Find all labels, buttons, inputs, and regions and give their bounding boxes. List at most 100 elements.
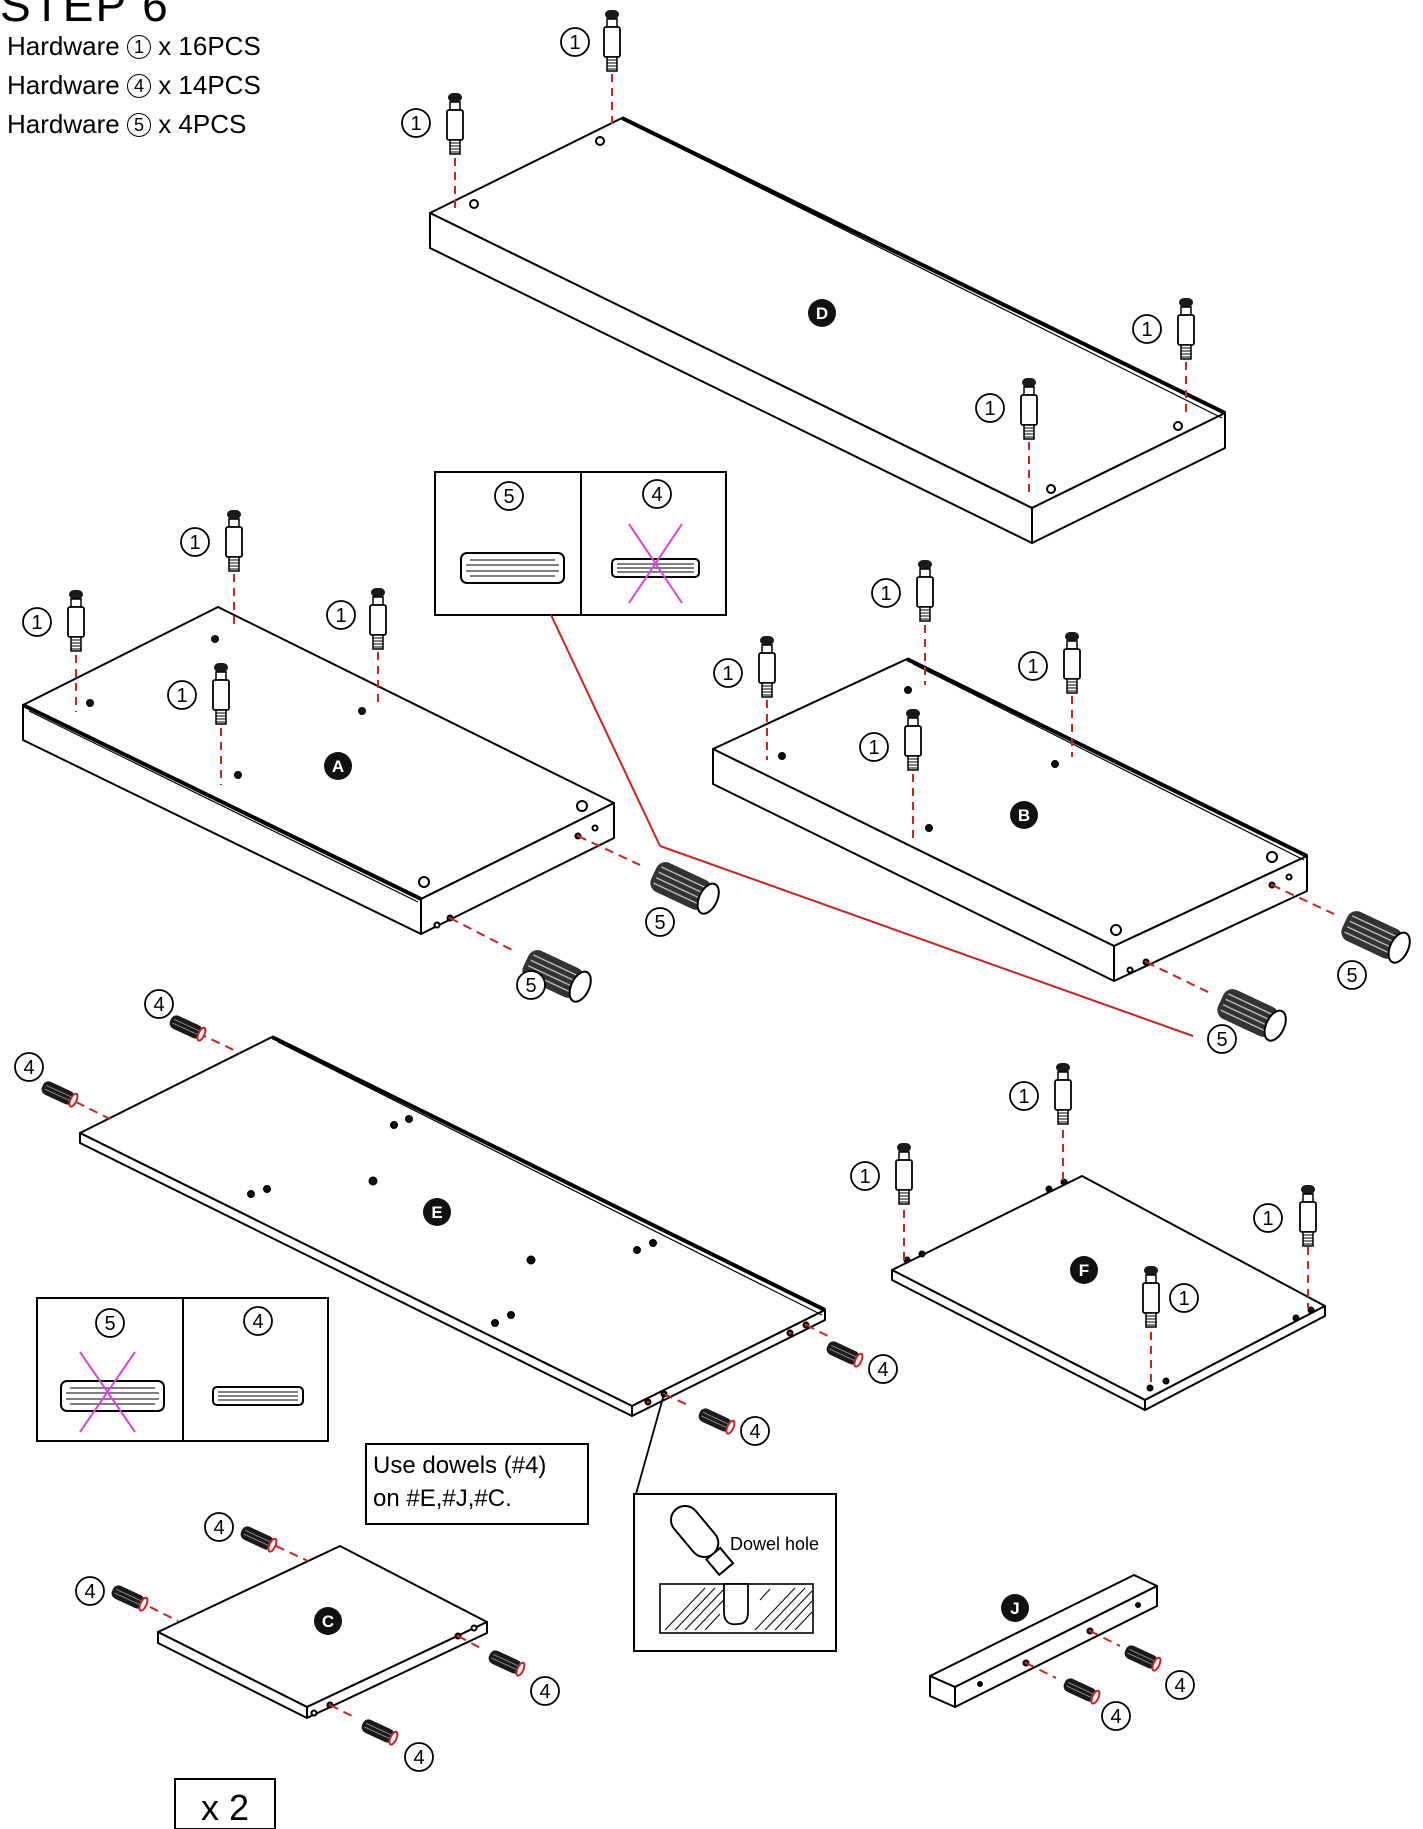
callout-4: 4 (1165, 1670, 1195, 1700)
panel-a-dowels (449, 835, 725, 1006)
dowel-hole-label: Dowel hole (730, 1534, 819, 1554)
step-title: STEP 6 (0, 0, 170, 31)
svg-text:1: 1 (176, 685, 187, 707)
label-a: A (332, 757, 344, 776)
panel-j-dowels (1025, 1630, 1164, 1706)
cross-mark-icon (79, 1351, 136, 1433)
svg-text:1: 1 (984, 398, 995, 420)
hardware-num-circle: 1 (126, 35, 151, 59)
panel-b-bolts (758, 559, 1081, 838)
svg-text:1: 1 (189, 532, 200, 554)
panel-f-bolts (895, 1062, 1317, 1388)
svg-text:4: 4 (749, 1421, 760, 1443)
svg-text:4: 4 (1174, 1675, 1185, 1697)
note-line-1: Use dowels (#4) (373, 1452, 546, 1479)
callout-4: 4 (740, 1416, 770, 1446)
svg-text:4: 4 (213, 1517, 224, 1539)
callout-1: 1 (850, 1161, 880, 1191)
dowel-note: Use dowels (#4) on #E,#J,#C. (365, 1443, 589, 1525)
hatched-block (659, 1583, 814, 1634)
svg-text:4: 4 (1110, 1706, 1121, 1728)
callout-4: 4 (144, 989, 174, 1019)
callout-1: 1 (326, 600, 356, 630)
svg-text:1: 1 (868, 737, 879, 759)
panel-b (712, 657, 1308, 982)
svg-text:1: 1 (335, 605, 346, 627)
svg-text:4: 4 (539, 1681, 550, 1703)
hardware-num-circle: 5 (126, 113, 151, 137)
panel-d-bolts (446, 9, 1195, 498)
callout-4: 4 (530, 1676, 560, 1706)
label-e: E (431, 1203, 442, 1222)
panel-j (929, 1574, 1158, 1708)
svg-text:5: 5 (1346, 965, 1357, 987)
hardware-line-5: Hardware 5 x 4PCS (7, 109, 246, 139)
svg-text:1: 1 (410, 113, 421, 135)
callout-1: 1 (859, 732, 889, 762)
hardware-qty: x 4PCS (158, 109, 247, 139)
small-dowel-icon (611, 558, 700, 578)
panel-f-label: F (1070, 1256, 1098, 1284)
panel-c-dowels (108, 1523, 528, 1747)
label-j: J (1010, 1599, 1019, 1618)
svg-text:5: 5 (525, 975, 536, 997)
svg-text:1: 1 (1018, 1086, 1029, 1108)
callout-1: 1 (1018, 651, 1048, 681)
callout-1: 1 (713, 658, 743, 688)
label-f: F (1079, 1261, 1089, 1280)
hardware-label: Hardware (7, 109, 120, 139)
big-dowel-icon (60, 1380, 165, 1412)
box-label-4: 4 (252, 1311, 263, 1333)
svg-text:5: 5 (654, 912, 665, 934)
cross-mark-icon (628, 523, 683, 604)
callout-1: 1 (167, 680, 197, 710)
hardware-qty: x 16PCS (158, 31, 261, 61)
callout-4: 4 (75, 1576, 105, 1606)
callout-4: 4 (14, 1052, 44, 1082)
hardware-label: Hardware (7, 70, 120, 100)
label-d: D (816, 304, 828, 323)
callout-1: 1 (1253, 1203, 1283, 1233)
callout-4: 4 (868, 1354, 898, 1384)
callout-5: 5 (1207, 1024, 1237, 1054)
callout-1: 1 (975, 393, 1005, 423)
svg-text:4: 4 (23, 1057, 34, 1079)
svg-text:1: 1 (31, 612, 42, 634)
note-line-2: on #E,#J,#C. (373, 1485, 512, 1512)
svg-text:1: 1 (859, 1166, 870, 1188)
multiplier-box: x 2 (174, 1778, 276, 1829)
hardware-line-1: Hardware 1 x 16PCS (7, 31, 261, 61)
callout-5: 5 (516, 970, 546, 1000)
box-label-4: 4 (651, 484, 662, 506)
callout-5: 5 (645, 907, 675, 937)
svg-text:1: 1 (722, 663, 733, 685)
panel-j-label: J (1001, 1594, 1029, 1622)
callout-4: 4 (1101, 1701, 1131, 1731)
big-dowel-icon (460, 552, 565, 584)
label-b: B (1018, 806, 1030, 825)
svg-text:4: 4 (877, 1359, 888, 1381)
panel-a-bolts (67, 509, 387, 785)
hardware-num-circle: 4 (126, 74, 151, 98)
panel-a-label: A (324, 752, 352, 780)
svg-text:4: 4 (84, 1581, 95, 1603)
dowel-type-box-bottom: 5 4 (36, 1297, 329, 1442)
callout-1: 1 (401, 108, 431, 138)
callout-1: 1 (180, 527, 210, 557)
panel-a (22, 606, 615, 935)
panel-e (79, 1035, 826, 1417)
small-dowel-icon (212, 1386, 304, 1406)
hardware-label: Hardware (7, 31, 120, 61)
svg-text:1: 1 (1141, 319, 1152, 341)
callout-4: 4 (204, 1512, 234, 1542)
callout-4: 4 (404, 1742, 434, 1772)
panel-c-label: C (314, 1607, 342, 1635)
hardware-qty: x 14PCS (158, 70, 261, 100)
panel-e-label: E (423, 1198, 451, 1226)
panel-e-dowels (38, 1012, 866, 1436)
svg-text:5: 5 (1216, 1029, 1227, 1051)
dowel-hole-detail: Dowel hole (633, 1393, 837, 1652)
callout-1: 1 (22, 607, 52, 637)
callout-1: 1 (1169, 1283, 1199, 1313)
